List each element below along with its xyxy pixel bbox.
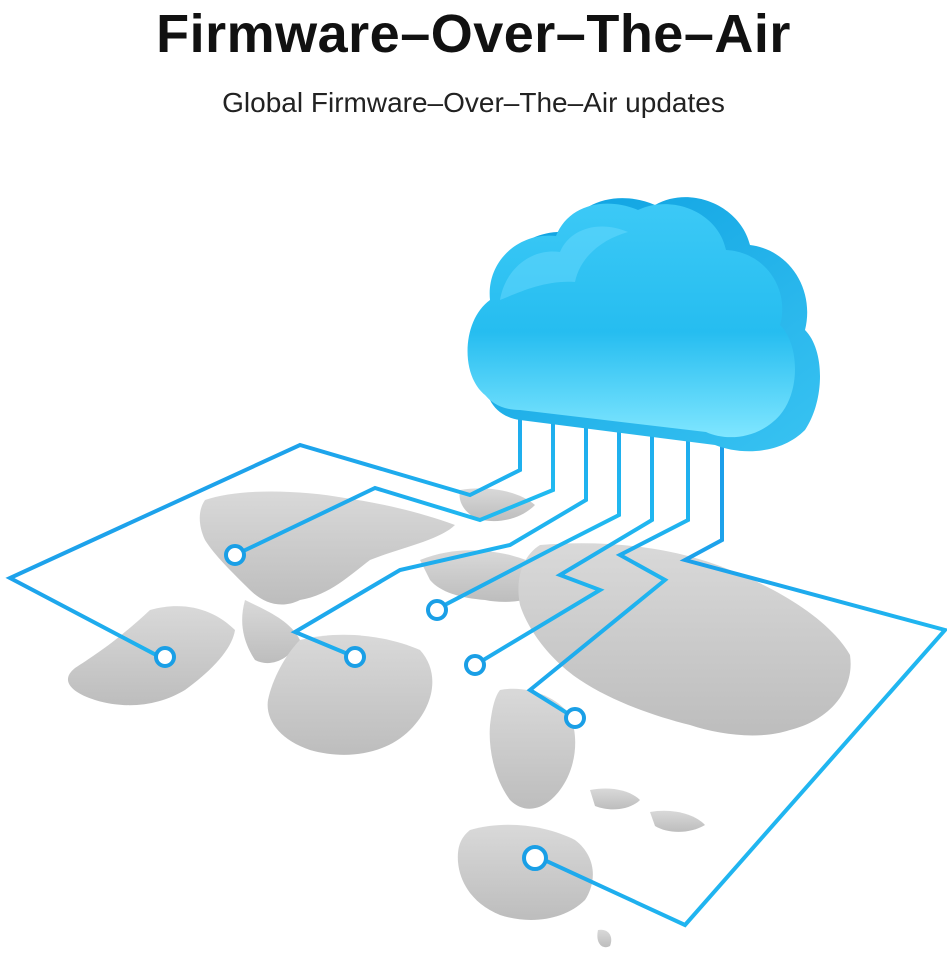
connection-node-icon [344,646,366,668]
cloud-icon [467,197,820,452]
connection-node-icon [564,707,586,729]
connection-node-icon [154,646,176,668]
page-subtitle: Global Firmware–Over–The–Air updates [222,87,725,118]
connection-node-icon [224,544,246,566]
connection-nodes [154,544,586,871]
connection-node-icon [464,654,486,676]
connection-node-icon [522,845,548,871]
connection-node-icon [426,599,448,621]
page-title: Firmware–Over–The–Air [156,4,791,64]
connection-traces [5,408,947,928]
